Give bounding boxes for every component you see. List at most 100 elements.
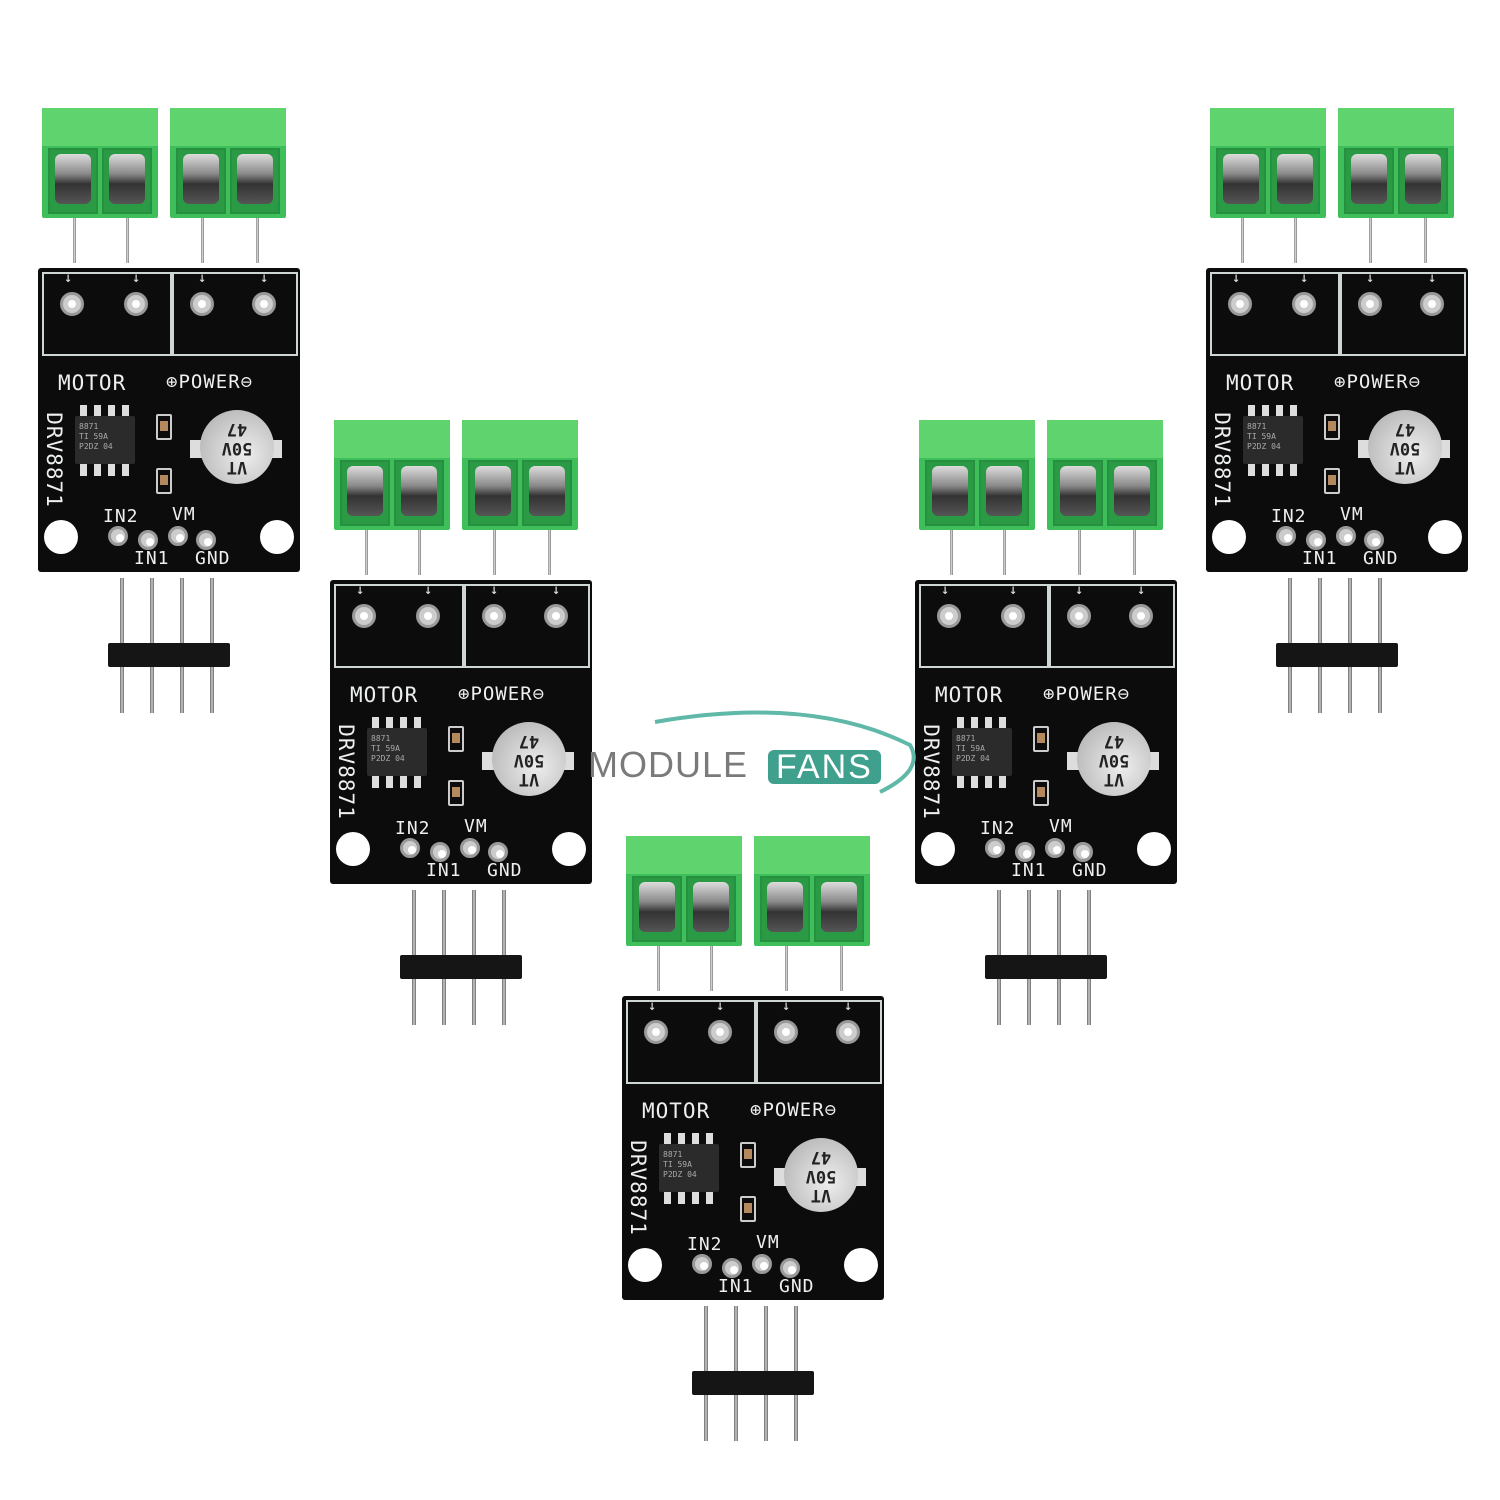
screw-terminal-motor: [1210, 108, 1326, 218]
screw-icon: [1344, 148, 1394, 214]
pin-label-gnd: GND: [195, 548, 231, 569]
screw-terminal-power: [170, 108, 286, 218]
pin-label-in1: IN1: [1302, 548, 1338, 569]
screw-terminal-motor: [334, 420, 450, 530]
screw-icon: [1398, 148, 1448, 214]
screw-icon: [686, 876, 736, 942]
silk-power-label: ⊕POWER⊖: [166, 371, 254, 393]
silk-motor-label: MOTOR: [58, 371, 127, 395]
pin-label-vm: VM: [1340, 504, 1364, 525]
screw-icon: [394, 460, 444, 526]
silk-chip-label: DRV8871: [333, 724, 358, 820]
mounting-hole: [336, 832, 370, 866]
pin-label-in1: IN1: [426, 860, 462, 881]
watermark-swoosh-icon: [654, 710, 916, 794]
screw-icon: [48, 148, 98, 214]
screw-icon: [814, 876, 864, 942]
pin-label-in1: IN1: [718, 1276, 754, 1297]
pin-header: [985, 955, 1107, 979]
screw-icon: [340, 460, 390, 526]
pin-label-vm: VM: [172, 504, 196, 525]
watermark-text-module: MODULE: [588, 744, 749, 785]
screw-icon: [1216, 148, 1266, 214]
screw-terminal-power: [754, 836, 870, 946]
silk-power-label: ⊕POWER⊖: [1334, 371, 1422, 393]
screw-terminal-motor: [919, 420, 1035, 530]
screw-terminal-motor: [626, 836, 742, 946]
screw-icon: [102, 148, 152, 214]
silk-motor-label: MOTOR: [935, 683, 1004, 707]
screw-terminal-power: [1338, 108, 1454, 218]
pin-label-gnd: GND: [487, 860, 523, 881]
mounting-hole: [628, 1248, 662, 1282]
pin-label-gnd: GND: [1072, 860, 1108, 881]
silk-chip-label: DRV8871: [625, 1140, 650, 1236]
silk-motor-label: MOTOR: [350, 683, 419, 707]
watermark-text-fans: FANS: [768, 750, 881, 784]
pin-label-in1: IN1: [1011, 860, 1047, 881]
screw-icon: [468, 460, 518, 526]
pin-header: [108, 643, 230, 667]
mounting-hole: [260, 520, 294, 554]
watermark-logo: MODULE FANS: [580, 700, 920, 800]
screw-icon: [632, 876, 682, 942]
pin-label-vm: VM: [464, 816, 488, 837]
mounting-hole: [1137, 832, 1171, 866]
screw-icon: [925, 460, 975, 526]
screw-terminal-motor: [42, 108, 158, 218]
screw-icon: [760, 876, 810, 942]
mounting-hole: [552, 832, 586, 866]
screw-icon: [522, 460, 572, 526]
pin-label-in2: IN2: [980, 818, 1016, 839]
pin-label-in2: IN2: [687, 1234, 723, 1255]
mounting-hole: [1212, 520, 1246, 554]
pin-header: [400, 955, 522, 979]
pin-label-gnd: GND: [779, 1276, 815, 1297]
pin-header: [692, 1371, 814, 1395]
silk-chip-label: DRV8871: [1209, 412, 1234, 508]
screw-icon: [176, 148, 226, 214]
mounting-hole: [844, 1248, 878, 1282]
screw-icon: [230, 148, 280, 214]
pin-label-in2: IN2: [1271, 506, 1307, 527]
screw-icon: [1053, 460, 1103, 526]
silk-chip-label: DRV8871: [918, 724, 943, 820]
mounting-hole: [1428, 520, 1462, 554]
silk-power-label: ⊕POWER⊖: [458, 683, 546, 705]
screw-icon: [1107, 460, 1157, 526]
pin-label-in1: IN1: [134, 548, 170, 569]
pin-label-in2: IN2: [395, 818, 431, 839]
silk-power-label: ⊕POWER⊖: [1043, 683, 1131, 705]
pin-label-vm: VM: [756, 1232, 780, 1253]
silk-power-label: ⊕POWER⊖: [750, 1099, 838, 1121]
pin-label-vm: VM: [1049, 816, 1073, 837]
silk-motor-label: MOTOR: [642, 1099, 711, 1123]
silk-motor-label: MOTOR: [1226, 371, 1295, 395]
pin-label-gnd: GND: [1363, 548, 1399, 569]
screw-terminal-power: [1047, 420, 1163, 530]
screw-terminal-power: [462, 420, 578, 530]
pin-header: [1276, 643, 1398, 667]
screw-icon: [979, 460, 1029, 526]
silk-chip-label: DRV8871: [41, 412, 66, 508]
